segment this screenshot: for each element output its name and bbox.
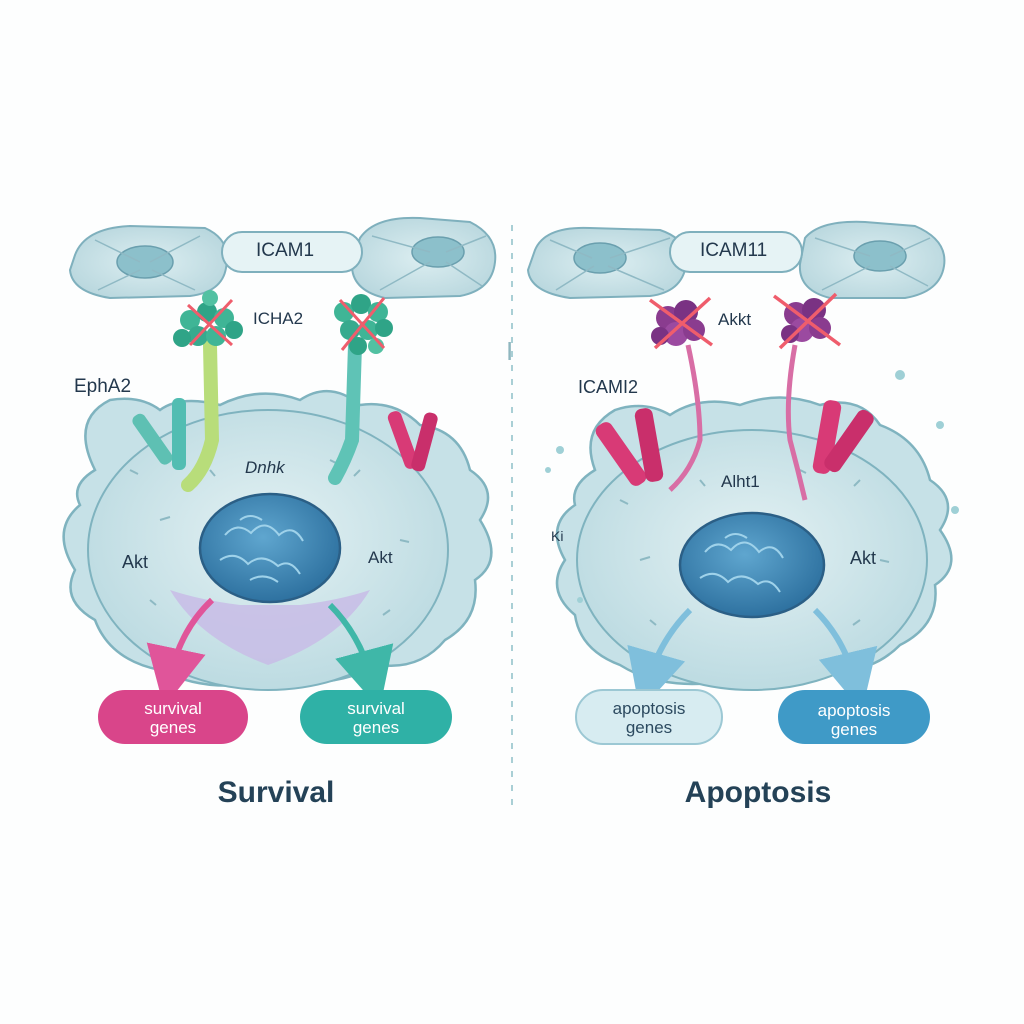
left-gene-left-line2: genes: [149, 718, 197, 737]
right-cluster-left: [648, 296, 714, 350]
right-cluster-right: [772, 292, 842, 350]
left-plate-right: [350, 216, 497, 300]
left-akt-right-label: Akt: [368, 548, 393, 567]
left-cluster-label: ICHA2: [253, 309, 304, 328]
right-gene-left-text: apoptosis genes: [576, 699, 722, 737]
left-nucleus: [198, 492, 342, 604]
right-side-label: Ki: [551, 528, 564, 544]
right-nucleus: [678, 511, 826, 619]
left-arrow-teal: [327, 602, 394, 709]
right-receptor-label: ICAMI2: [578, 377, 639, 397]
right-panel: [526, 220, 959, 745]
left-receptor-label: EphA2: [74, 376, 132, 397]
left-gene-right-line1: survival: [347, 699, 405, 718]
left-cell: [62, 389, 493, 691]
left-icam-label: ICAM1: [256, 240, 315, 261]
right-receptor-right: [812, 400, 874, 474]
left-panel-title: Survival: [217, 776, 335, 809]
left-gene-right-text: survival genes: [300, 699, 452, 737]
left-cluster-right: [334, 294, 393, 355]
right-cluster-label: Akkt: [718, 310, 752, 329]
left-stalk-teal: [328, 338, 362, 485]
left-arrow-pink: [146, 597, 215, 708]
left-gene-left-text: survival genes: [98, 699, 248, 737]
left-panel: [62, 216, 497, 744]
right-gene-right-line1: apoptosis: [817, 701, 891, 720]
right-gene-right-text: apoptosis genes: [778, 701, 930, 739]
right-panel-title: Apoptosis: [684, 776, 832, 809]
right-gene-right-line2: genes: [830, 720, 878, 739]
right-arrow-left: [627, 607, 693, 711]
right-arrow-right: [812, 607, 878, 712]
right-icam-label: ICAM11: [700, 240, 768, 261]
left-gene-left-line1: survival: [144, 699, 202, 718]
right-gene-pill-left: [575, 689, 723, 745]
right-gene-left-line1: apoptosis: [612, 699, 686, 718]
left-icam-bar: [221, 231, 363, 273]
left-stalk-green: [181, 338, 220, 492]
right-icam-bar: [669, 231, 803, 273]
right-stalk-right: [785, 344, 808, 501]
right-akt-label: Akt: [850, 548, 877, 568]
left-receptor-pink: [387, 411, 438, 472]
left-gene-right-line2: genes: [352, 718, 400, 737]
right-stalk-left: [668, 344, 703, 492]
right-plate-left: [526, 226, 688, 300]
left-receptor-teal: [132, 398, 186, 470]
left-plate-left: [68, 224, 228, 300]
left-gene-pill-right: [300, 690, 452, 744]
right-gene-pill-right: [778, 690, 930, 744]
right-cell: [545, 370, 959, 691]
left-center-label: Dnhk: [245, 458, 285, 477]
right-gene-left-line2: genes: [625, 718, 673, 737]
right-center-label: Alht1: [721, 472, 760, 491]
right-receptor-left: [595, 408, 664, 486]
left-akt-left-label: Akt: [122, 552, 149, 572]
left-gene-pill-left: [98, 690, 248, 744]
left-cluster-left: [173, 290, 243, 347]
divider-mark: I: [506, 336, 514, 366]
right-plate-right: [798, 220, 946, 299]
